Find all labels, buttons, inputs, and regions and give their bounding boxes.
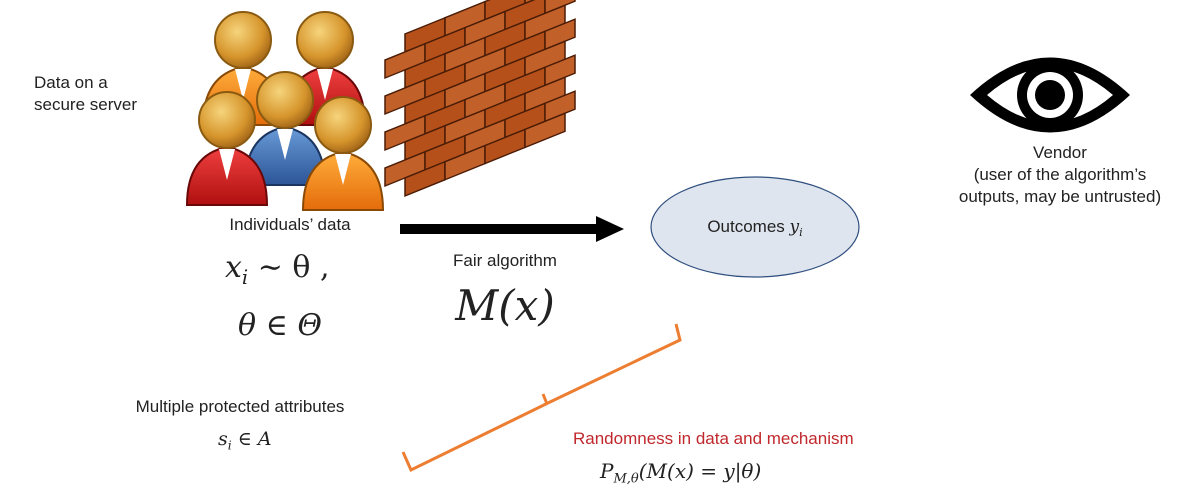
- algorithm-label: Fair algorithm: [453, 251, 557, 270]
- vendor-line3: outputs, may be untrusted): [958, 187, 1162, 206]
- server-label-line1: Data on a: [34, 73, 108, 92]
- outcomes-ellipse: [650, 176, 860, 278]
- outcomes-text: Outcomes: [707, 217, 790, 236]
- brick-wall-icon: [384, 0, 576, 197]
- formula-x: x: [225, 250, 242, 285]
- server-label: Data on a secure server: [34, 72, 194, 116]
- server-label-line2: secure server: [34, 95, 137, 114]
- algorithm-formula: M(x): [455, 281, 555, 330]
- brick-row: [384, 0, 576, 197]
- formula-x-sub: i: [241, 265, 249, 289]
- individuals-formula-1: xi ∼ θ ,: [225, 250, 330, 296]
- person-middle: [243, 71, 327, 186]
- outcomes-symbol: y: [789, 217, 800, 237]
- individuals-label: Individuals’ data: [229, 215, 351, 234]
- randomness-label: Randomness in data and mechanism: [573, 429, 854, 448]
- people-group-icon: [185, 11, 385, 211]
- attr-s-sub: i: [227, 438, 232, 453]
- attr-s: s: [218, 428, 228, 450]
- attr-rest: ∈ A: [231, 428, 272, 450]
- vendor-label: Vendor (user of the algorithm’s outputs,…: [935, 142, 1185, 208]
- person-front-left: [185, 91, 269, 206]
- flow-arrow: [400, 216, 624, 242]
- outcomes-symbol-sub: i: [799, 225, 803, 239]
- formula-x-rest: ∼ θ ,: [248, 250, 330, 285]
- vendor-line2: (user of the algorithm’s: [973, 165, 1147, 184]
- rand-rest: (M(x) = y|θ): [638, 459, 762, 483]
- vendor-line1: Vendor: [1033, 143, 1087, 162]
- outcomes-label: Outcomes yi: [650, 216, 860, 244]
- person-front-right: [301, 96, 385, 211]
- eye-icon: [970, 57, 1130, 133]
- rand-p: P: [600, 459, 614, 483]
- individuals-formula-2: θ ∈ Θ: [238, 308, 322, 343]
- attributes-formula: si ∈ A: [218, 427, 272, 457]
- randomness-formula: PM,θ(M(x) = y|θ): [600, 458, 761, 493]
- randomness-brace: [401, 323, 682, 473]
- rand-sub: M,θ: [613, 471, 639, 487]
- attributes-label: Multiple protected attributes: [135, 397, 345, 416]
